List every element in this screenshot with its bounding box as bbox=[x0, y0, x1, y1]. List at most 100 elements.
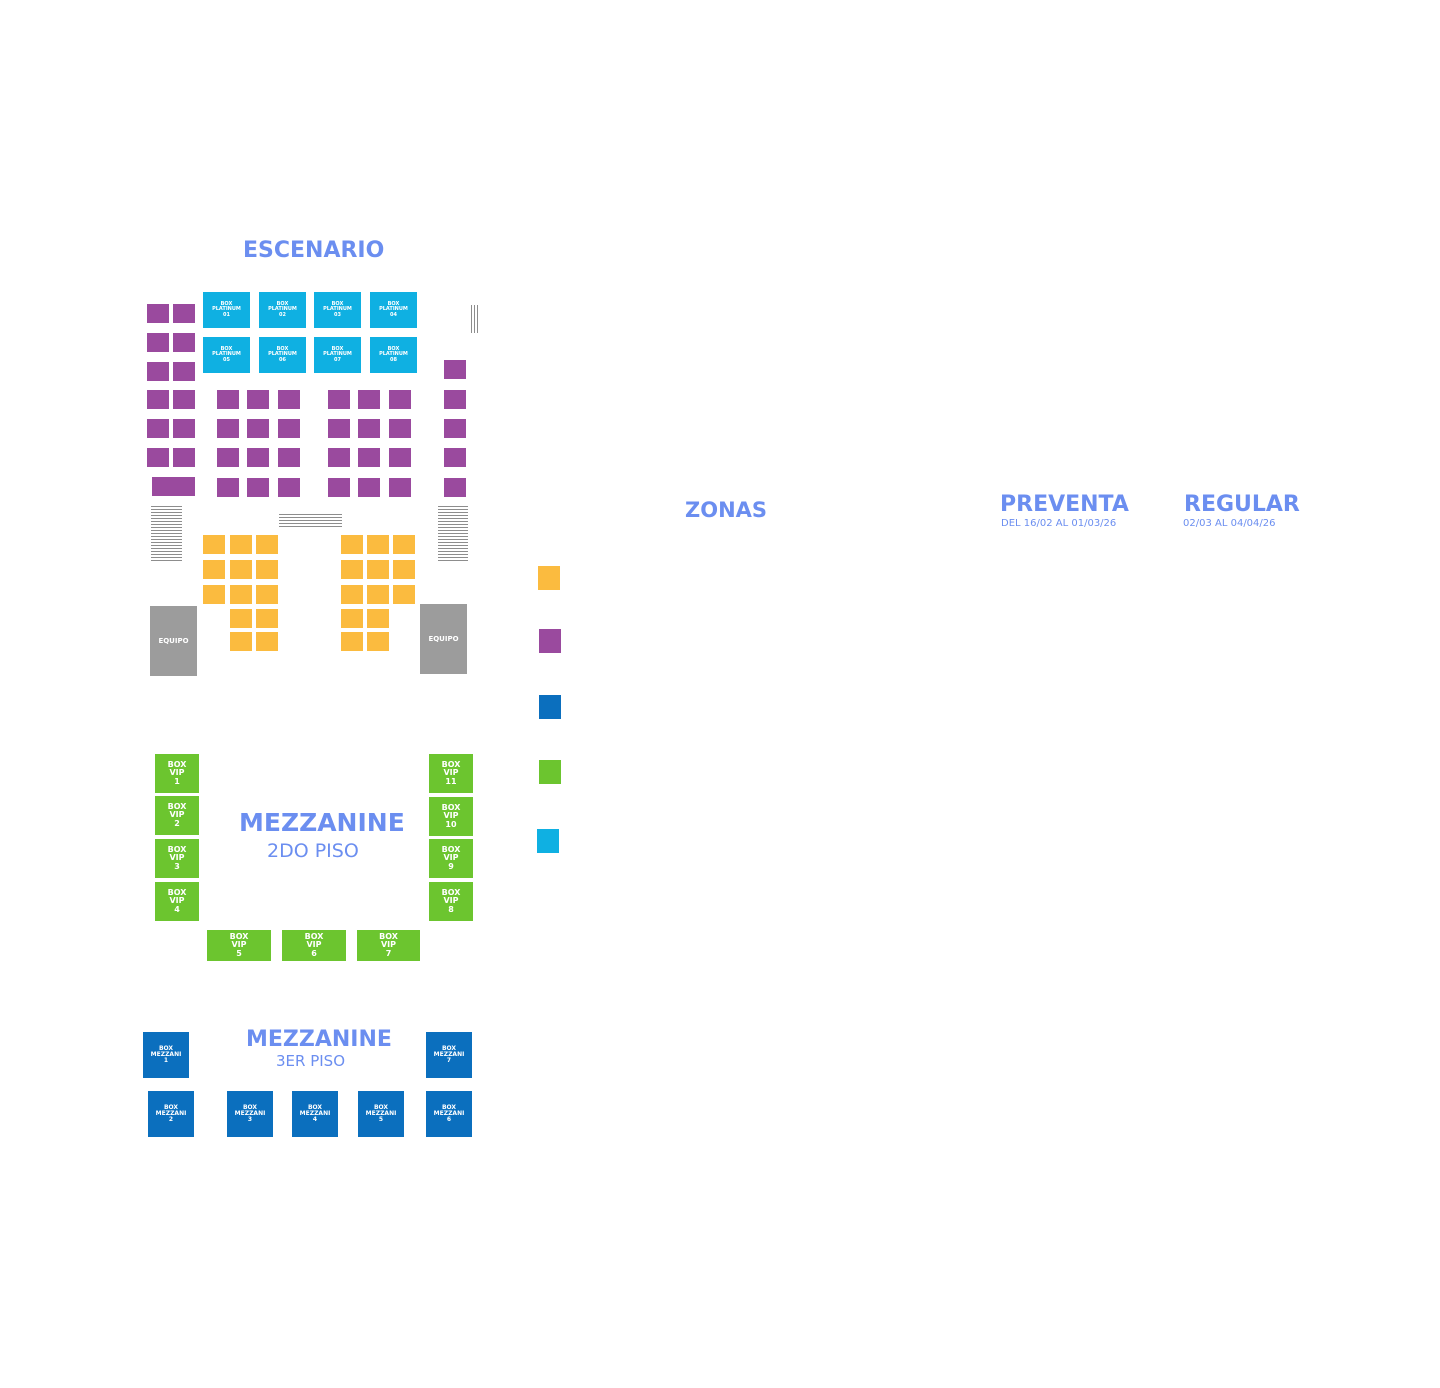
yellow-seat[interactable] bbox=[256, 609, 278, 628]
purple-seat[interactable] bbox=[217, 419, 239, 438]
purple-seat[interactable] bbox=[444, 419, 466, 438]
yellow-seat[interactable] bbox=[256, 535, 278, 554]
purple-seat[interactable] bbox=[278, 478, 300, 497]
yellow-seat[interactable] bbox=[393, 535, 415, 554]
purple-seat[interactable] bbox=[444, 478, 466, 497]
purple-seat[interactable] bbox=[247, 478, 269, 497]
purple-seat[interactable] bbox=[389, 390, 411, 409]
purple-seat[interactable] bbox=[358, 390, 380, 409]
yellow-seat[interactable] bbox=[230, 609, 252, 628]
yellow-seat[interactable] bbox=[230, 535, 252, 554]
purple-seat[interactable] bbox=[278, 390, 300, 409]
purple-seat[interactable] bbox=[173, 448, 195, 467]
box-label-line3: 6 bbox=[311, 948, 317, 958]
yellow-seat[interactable] bbox=[367, 535, 389, 554]
purple-seat[interactable] bbox=[147, 333, 169, 352]
yellow-seat[interactable] bbox=[393, 560, 415, 579]
purple-seat[interactable] bbox=[247, 448, 269, 467]
purple-seat[interactable] bbox=[247, 390, 269, 409]
yellow-seat[interactable] bbox=[341, 560, 363, 579]
yellow-seat[interactable] bbox=[367, 609, 389, 628]
purple-seat[interactable] bbox=[173, 304, 195, 323]
purple-seat[interactable] bbox=[217, 478, 239, 497]
yellow-seat[interactable] bbox=[341, 609, 363, 628]
purple-seat[interactable] bbox=[147, 419, 169, 438]
yellow-seat[interactable] bbox=[256, 560, 278, 579]
purple-seat[interactable] bbox=[152, 477, 174, 496]
purple-seat[interactable] bbox=[389, 448, 411, 467]
yellow-seat[interactable] bbox=[256, 632, 278, 651]
purple-seat[interactable] bbox=[173, 362, 195, 381]
purple-seat[interactable] bbox=[147, 448, 169, 467]
purple-seat[interactable] bbox=[147, 362, 169, 381]
yellow-seat[interactable] bbox=[367, 560, 389, 579]
purple-seat[interactable] bbox=[328, 478, 350, 497]
purple-seat[interactable] bbox=[278, 448, 300, 467]
purple-seat[interactable] bbox=[217, 448, 239, 467]
purple-seat[interactable] bbox=[358, 478, 380, 497]
yellow-seat[interactable] bbox=[230, 585, 252, 604]
yellow-seat[interactable] bbox=[393, 585, 415, 604]
yellow-seat[interactable] bbox=[367, 585, 389, 604]
purple-seat[interactable] bbox=[173, 419, 195, 438]
purple-seat[interactable] bbox=[147, 304, 169, 323]
purple-seat[interactable] bbox=[444, 390, 466, 409]
box-label-line3: 7 bbox=[385, 948, 392, 958]
purple-seat[interactable] bbox=[147, 390, 169, 409]
yellow-seat[interactable] bbox=[230, 632, 252, 651]
purple-seat[interactable] bbox=[328, 419, 350, 438]
box-label-line1: BOX bbox=[229, 931, 249, 941]
purple-seat[interactable] bbox=[358, 419, 380, 438]
purple-seat[interactable] bbox=[173, 477, 195, 496]
yellow-seat[interactable] bbox=[203, 560, 225, 579]
yellow-seat[interactable] bbox=[341, 632, 363, 651]
yellow-seat[interactable] bbox=[203, 535, 225, 554]
legend-purple-swatch bbox=[539, 629, 561, 653]
yellow-seat[interactable] bbox=[230, 560, 252, 579]
purple-seat[interactable] bbox=[278, 419, 300, 438]
purple-seat[interactable] bbox=[358, 448, 380, 467]
purple-seat[interactable] bbox=[173, 333, 195, 352]
yellow-seat[interactable] bbox=[256, 585, 278, 604]
purple-seat[interactable] bbox=[173, 390, 195, 409]
purple-seat[interactable] bbox=[389, 419, 411, 438]
purple-seat[interactable] bbox=[247, 419, 269, 438]
purple-seat[interactable] bbox=[328, 448, 350, 467]
purple-seat[interactable] bbox=[389, 478, 411, 497]
purple-seat[interactable] bbox=[444, 448, 466, 467]
yellow-seat[interactable] bbox=[203, 585, 225, 604]
purple-seat[interactable] bbox=[444, 360, 466, 379]
yellow-seat[interactable] bbox=[341, 585, 363, 604]
yellow-seat[interactable] bbox=[341, 535, 363, 554]
yellow-seat[interactable] bbox=[367, 632, 389, 651]
purple-seat[interactable] bbox=[328, 390, 350, 409]
purple-seat[interactable] bbox=[217, 390, 239, 409]
box-label-line3: 11 bbox=[445, 776, 457, 786]
